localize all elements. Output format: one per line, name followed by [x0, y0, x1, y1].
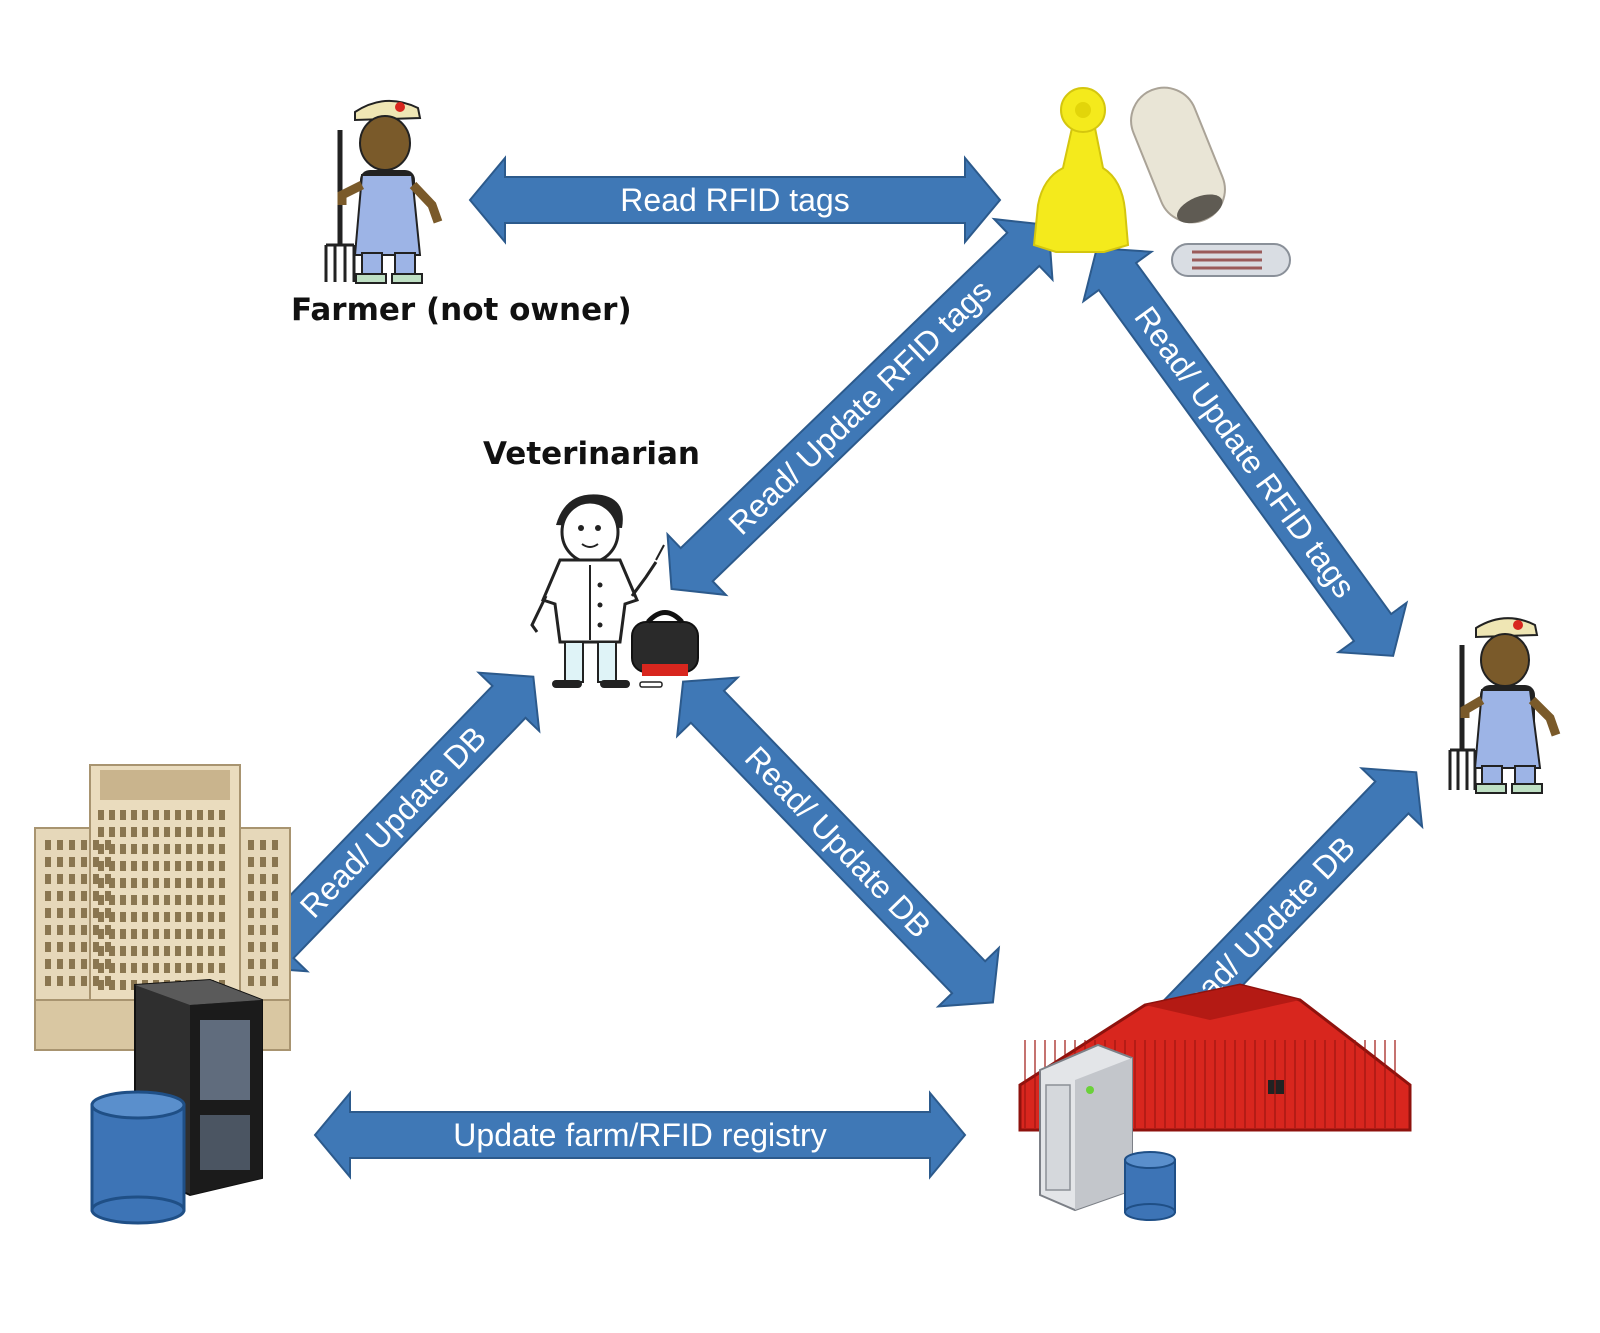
arrow-label-read-rfid-tags: Read RFID tags — [620, 182, 849, 218]
rfid-tags-icon — [1032, 86, 1291, 277]
arrow-label-vet-rfid-tags: Read/ Update RFID tags — [721, 272, 998, 541]
veterinarian-icon — [530, 494, 699, 688]
arrow-owner-rfid-tags: Read/ Update RFID tags — [1081, 247, 1409, 657]
farmer-icon — [324, 99, 443, 284]
arrow-vet-rfid-tags: Read/ Update RFID tags — [666, 217, 1054, 597]
arrow-label-owner-rfid-tags: Read/ Update RFID tags — [1127, 300, 1362, 605]
arrow-vet-farm-db: Read/ Update DB — [675, 676, 1001, 1008]
farm-server-icon — [1039, 1043, 1133, 1212]
arrow-label-update-registry: Update farm/RFID registry — [453, 1117, 826, 1153]
farmer-label: Farmer (not owner) — [291, 292, 632, 328]
farm-database-icon — [1124, 1151, 1176, 1221]
veterinarian-label: Veterinarian — [483, 436, 700, 472]
farm-owner-icon — [1448, 617, 1561, 794]
arrow-label-vet-gov-db: Read/ Update DB — [293, 719, 493, 924]
arrow-read-rfid-tags: Read RFID tags — [468, 155, 1002, 245]
arrow-update-registry: Update farm/RFID registry — [313, 1090, 967, 1180]
government-database-icon — [90, 1090, 186, 1225]
arrow-label-vet-farm-db: Read/ Update DB — [738, 739, 938, 944]
